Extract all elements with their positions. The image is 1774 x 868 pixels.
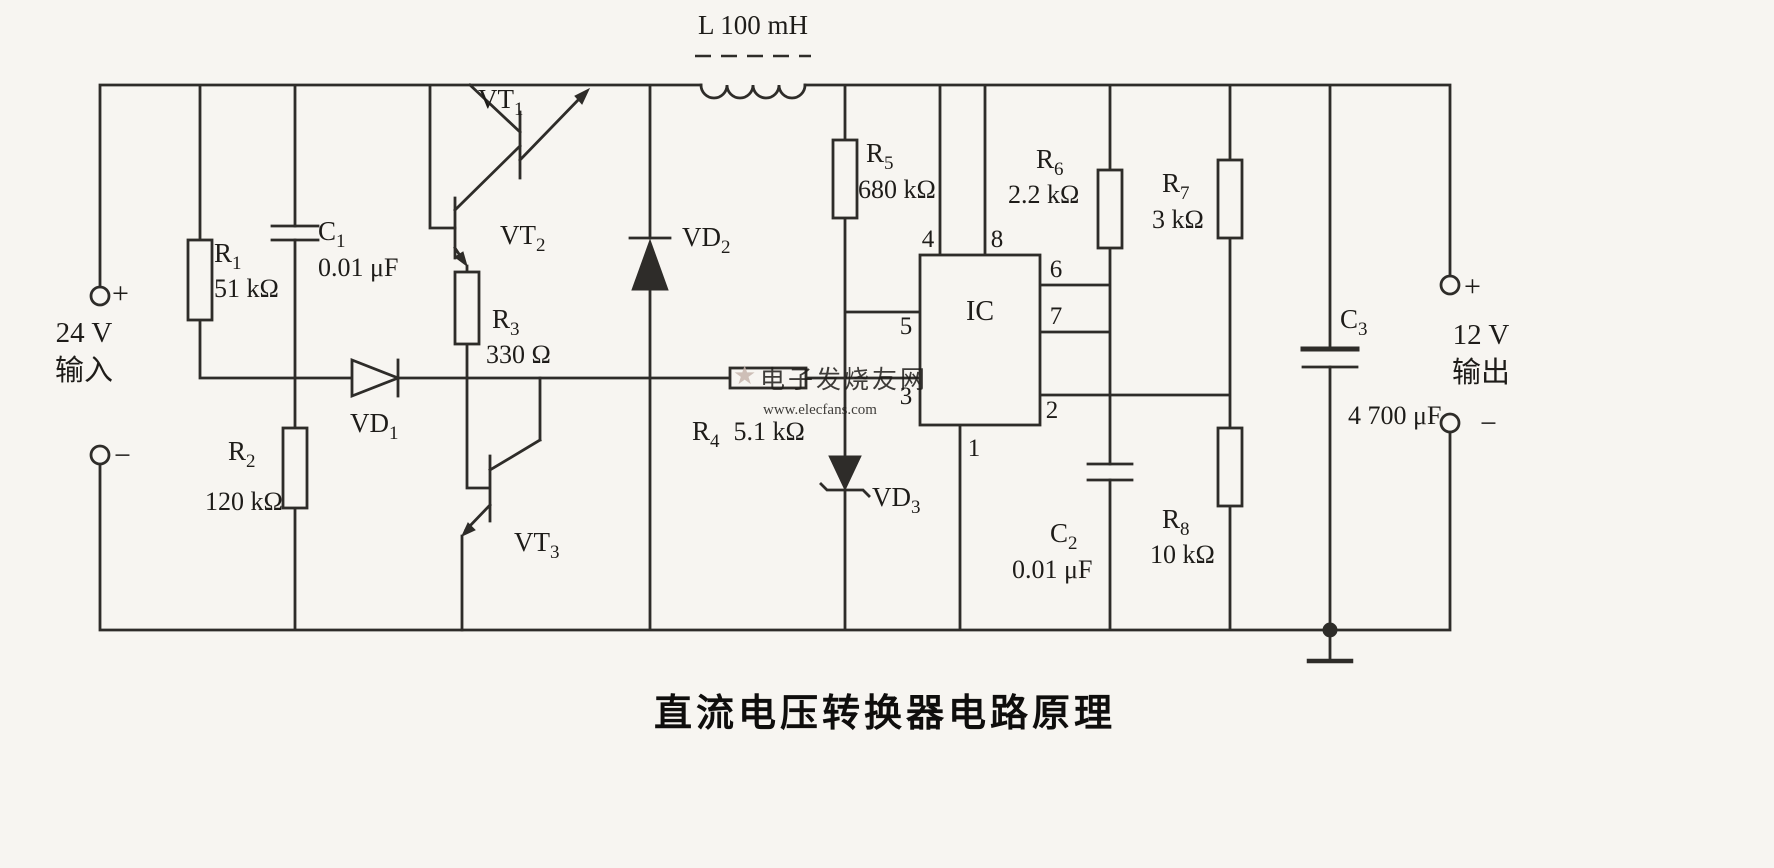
watermark-url: www.elecfans.com (763, 402, 877, 418)
ic-pin-2: 2 (1046, 397, 1059, 424)
r2-value: 120 kΩ (205, 487, 283, 516)
vd2-label: VD2 (682, 222, 731, 258)
ground-junction-dot (1322, 622, 1338, 638)
ic-pin-3: 3 (900, 383, 913, 410)
ic-pin-4: 4 (922, 226, 935, 253)
input-plus-terminal (89, 285, 111, 307)
diode-vd2: VD2 (628, 222, 731, 291)
r2-body (281, 426, 309, 510)
ic-chip: IC 4 8 5 3 6 7 2 1 (900, 226, 1063, 462)
input-plus-sign: + (112, 277, 129, 310)
resistor-r6: R6 2.2 kΩ (1008, 144, 1124, 250)
input-text-label: 输入 (55, 354, 113, 387)
ic-pin-8: 8 (991, 226, 1004, 253)
ic-label: IC (966, 296, 994, 327)
r3-body (453, 270, 481, 346)
diode-vd1: VD1 (350, 357, 402, 444)
vd3-zener-bar (819, 482, 871, 498)
circuit-wires (98, 83, 1452, 663)
output-minus-sign: − (1480, 407, 1497, 440)
ic-body (918, 253, 1042, 427)
resistor-r8: R8 10 kΩ (1150, 426, 1244, 569)
transistor-vt1: VT1 (453, 83, 591, 212)
resistor-r3: R3 330 Ω (453, 270, 551, 369)
vt3-emitter-arrow-icon (460, 522, 476, 538)
capacitor-c3: C3 4 700 μF (1300, 304, 1441, 430)
output-voltage-label: 12 V (1453, 319, 1510, 351)
vt1-emitter-arrow-icon (574, 87, 591, 105)
r1-label: R1 (214, 238, 242, 274)
r5-body (831, 138, 859, 220)
r8-body (1216, 426, 1244, 508)
vt1-label: VT1 (478, 84, 524, 120)
vt2-label: VT2 (500, 220, 546, 256)
zener-diode-vd3: VD3 (819, 455, 921, 518)
watermark-name: 电子发烧友网 (760, 366, 928, 394)
capacitor-c1: C1 0.01 μF (270, 216, 398, 282)
r4-body (728, 366, 808, 390)
vd3-triangle-icon (828, 455, 862, 492)
resistor-r2: R2 120 kΩ (205, 426, 309, 516)
input-minus-terminal (89, 444, 111, 466)
capacitor-c2: C2 0.01 μF (1012, 462, 1134, 584)
resistor-r5: R5 680 kΩ (831, 138, 936, 220)
r6-label: R6 (1036, 144, 1064, 180)
transistor-vt2: VT2 (453, 196, 546, 274)
r6-body (1096, 168, 1124, 250)
transistor-vt3: VT3 (460, 342, 560, 632)
c1-label: C1 (318, 216, 346, 252)
output-terminals: + − 12 V 输出 (1439, 270, 1510, 440)
r8-label: R8 (1162, 504, 1190, 540)
r7-body (1216, 158, 1244, 240)
vd1-triangle-icon (350, 357, 402, 399)
ic-pin-6: 6 (1050, 256, 1063, 283)
r5-value: 680 kΩ (858, 175, 936, 204)
r3-label: R3 (492, 304, 520, 340)
resistor-r1: R1 51 kΩ (186, 238, 279, 322)
r1-body (186, 238, 214, 322)
r7-value: 3 kΩ (1152, 205, 1204, 234)
inductor-l: L 100 mH (695, 10, 811, 100)
input-voltage-label: 24 V (56, 317, 113, 349)
output-minus-terminal (1439, 412, 1461, 434)
vt3-body (460, 342, 542, 632)
r2-label: R2 (228, 436, 256, 472)
vt2-emitter-arrow-icon (454, 251, 468, 268)
resistor-r7: R7 3 kΩ (1152, 158, 1244, 240)
vd1-label: VD1 (350, 408, 399, 444)
r7-label: R7 (1162, 168, 1190, 204)
input-terminals: + − 24 V 输入 (55, 277, 131, 472)
c1-value: 0.01 μF (318, 253, 398, 282)
ic-pin-1: 1 (968, 435, 981, 462)
c3-label: C3 (1340, 304, 1368, 340)
vt3-label: VT3 (514, 527, 560, 563)
watermark-star-icon: ★ (733, 361, 756, 390)
r6-value: 2.2 kΩ (1008, 180, 1079, 209)
r1-value: 51 kΩ (214, 274, 279, 303)
wire-network (98, 83, 1452, 663)
vd3-label: VD3 (872, 482, 921, 518)
ic-pin-5: 5 (900, 313, 913, 340)
c2-value: 0.01 μF (1012, 555, 1092, 584)
figure-title: 直流电压转换器电路原理 (654, 693, 1116, 735)
watermark: ★ 电子发烧友网 www.elecfans.com (733, 361, 928, 418)
ic-pin-7: 7 (1050, 303, 1063, 330)
output-text-label: 输出 (1452, 356, 1510, 389)
vt1-body (453, 83, 583, 212)
vd2-triangle-icon (631, 238, 669, 291)
inductor-label: L 100 mH (698, 10, 808, 40)
output-plus-sign: + (1464, 270, 1481, 303)
r8-value: 10 kΩ (1150, 540, 1215, 569)
r5-label: R5 (866, 138, 894, 174)
c3-value: 4 700 μF (1348, 401, 1441, 430)
output-plus-terminal (1439, 274, 1461, 296)
r3-value: 330 Ω (486, 340, 551, 369)
ground-symbol (1306, 622, 1354, 664)
c2-label: C2 (1050, 518, 1078, 554)
input-minus-sign: − (114, 439, 131, 472)
inductor-coil (699, 83, 807, 100)
